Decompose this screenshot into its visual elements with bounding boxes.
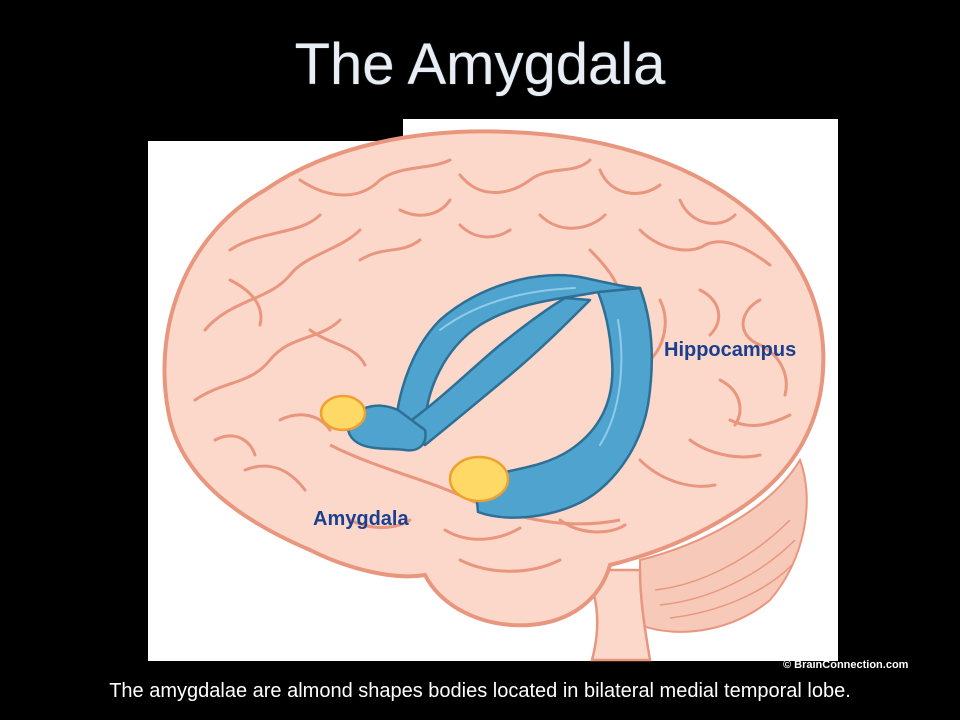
- image-credit: © BrainConnection.com: [783, 659, 909, 671]
- cerebellum: [639, 457, 808, 633]
- amygdala-lower: [448, 455, 510, 503]
- gyri-lines: [193, 158, 792, 573]
- amygdala-upper: [319, 394, 367, 432]
- hippocampus-label: Hippocampus: [664, 339, 797, 361]
- slide-title: The Amygdala: [294, 32, 666, 97]
- hippocampus-shape: [346, 274, 653, 519]
- brain-stem: [582, 568, 652, 662]
- amygdala-label: Amygdala: [313, 508, 409, 530]
- slide-caption: The amygdalae are almond shapes bodies l…: [109, 680, 851, 702]
